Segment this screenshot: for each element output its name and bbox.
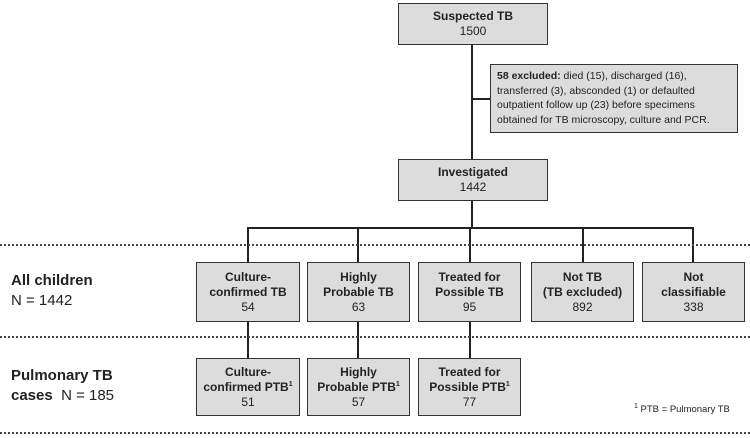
category-line2: confirmed TB — [209, 284, 287, 299]
category-box-not-tb: Not TB (TB excluded) 892 — [531, 262, 634, 322]
connector-cat1-ptb1 — [247, 322, 249, 358]
category-count: 63 — [351, 299, 366, 314]
ptb-footnote-marker: 1 — [288, 380, 293, 388]
pulmonary-n: N = 185 — [61, 387, 115, 404]
pulmonary-title-line2: cases — [11, 387, 53, 404]
divider-top — [0, 244, 750, 246]
category-box-highly-probable: Highly Probable TB 63 — [307, 262, 410, 322]
connector-exclusion — [472, 98, 490, 100]
connector-cat3-ptb3 — [469, 322, 471, 358]
all-children-n: N = 1442 — [11, 292, 73, 309]
ptb-line1: Culture- — [225, 364, 271, 379]
ptb-count: 77 — [462, 394, 477, 409]
investigated-count: 1442 — [459, 180, 487, 194]
category-line1: Treated for — [438, 269, 501, 284]
connector-suspected-investigated — [471, 45, 473, 159]
ptb-footnote-marker: 1 — [395, 380, 400, 388]
category-count: 54 — [241, 299, 255, 314]
category-box-culture-confirmed: Culture- confirmed TB 54 — [196, 262, 300, 322]
footnote-marker: 1 — [634, 402, 638, 410]
category-line1: Not TB — [562, 269, 603, 284]
investigated-box: Investigated 1442 — [398, 159, 548, 201]
pulmonary-title-line1: Pulmonary TB — [11, 367, 113, 384]
ptb-box-culture-confirmed: Culture- confirmed PTB1 51 — [196, 358, 300, 416]
connector-cat2-ptb2 — [357, 322, 359, 358]
category-line2: Probable TB — [323, 284, 394, 299]
ptb-footnote-marker: 1 — [505, 380, 510, 388]
ptb-line1: Highly — [340, 364, 377, 379]
suspected-tb-box: Suspected TB 1500 — [398, 3, 548, 45]
ptb-line2: Possible PTB — [429, 379, 506, 394]
ptb-count: 51 — [241, 394, 255, 409]
excluded-box: 58 excluded: died (15), discharged (16),… — [490, 64, 738, 133]
ptb-line2: confirmed PTB — [203, 379, 289, 394]
ptb-count: 57 — [351, 394, 366, 409]
category-count: 95 — [462, 299, 477, 314]
category-box-treated-possible: Treated for Possible TB 95 — [418, 262, 521, 322]
connector-investigated-branch — [471, 200, 473, 228]
suspected-title: Suspected TB — [432, 9, 513, 23]
category-line1: Culture- — [225, 269, 271, 284]
divider-middle — [0, 336, 750, 338]
category-line2: Possible TB — [435, 284, 504, 299]
category-box-not-classifiable: Not classifiable 338 — [642, 262, 745, 322]
divider-bottom — [0, 432, 750, 434]
footnote: 1 PTB = Pulmonary TB — [634, 402, 730, 415]
investigated-title: Investigated — [437, 165, 509, 179]
pulmonary-label: Pulmonary TB cases N = 185 — [11, 366, 114, 406]
ptb-line2: Probable PTB — [317, 379, 396, 394]
all-children-title: All children — [11, 272, 93, 289]
category-count: 892 — [572, 299, 593, 314]
ptb-box-treated-possible: Treated for Possible PTB1 77 — [418, 358, 521, 416]
category-line2: classifiable — [661, 284, 726, 299]
excluded-label: 58 excluded: — [497, 70, 561, 82]
ptb-line1: Treated for — [438, 364, 501, 379]
category-count: 338 — [683, 299, 704, 314]
excluded-text: died (15), discharged (16), transferred … — [497, 70, 710, 126]
footnote-text: PTB = Pulmonary TB — [637, 404, 730, 415]
category-line2: (TB excluded) — [542, 284, 623, 299]
category-line1: Highly — [340, 269, 377, 284]
ptb-box-highly-probable: Highly Probable PTB1 57 — [307, 358, 410, 416]
suspected-count: 1500 — [459, 24, 487, 38]
all-children-label: All children N = 1442 — [11, 271, 93, 311]
category-line1: Not — [683, 269, 704, 284]
